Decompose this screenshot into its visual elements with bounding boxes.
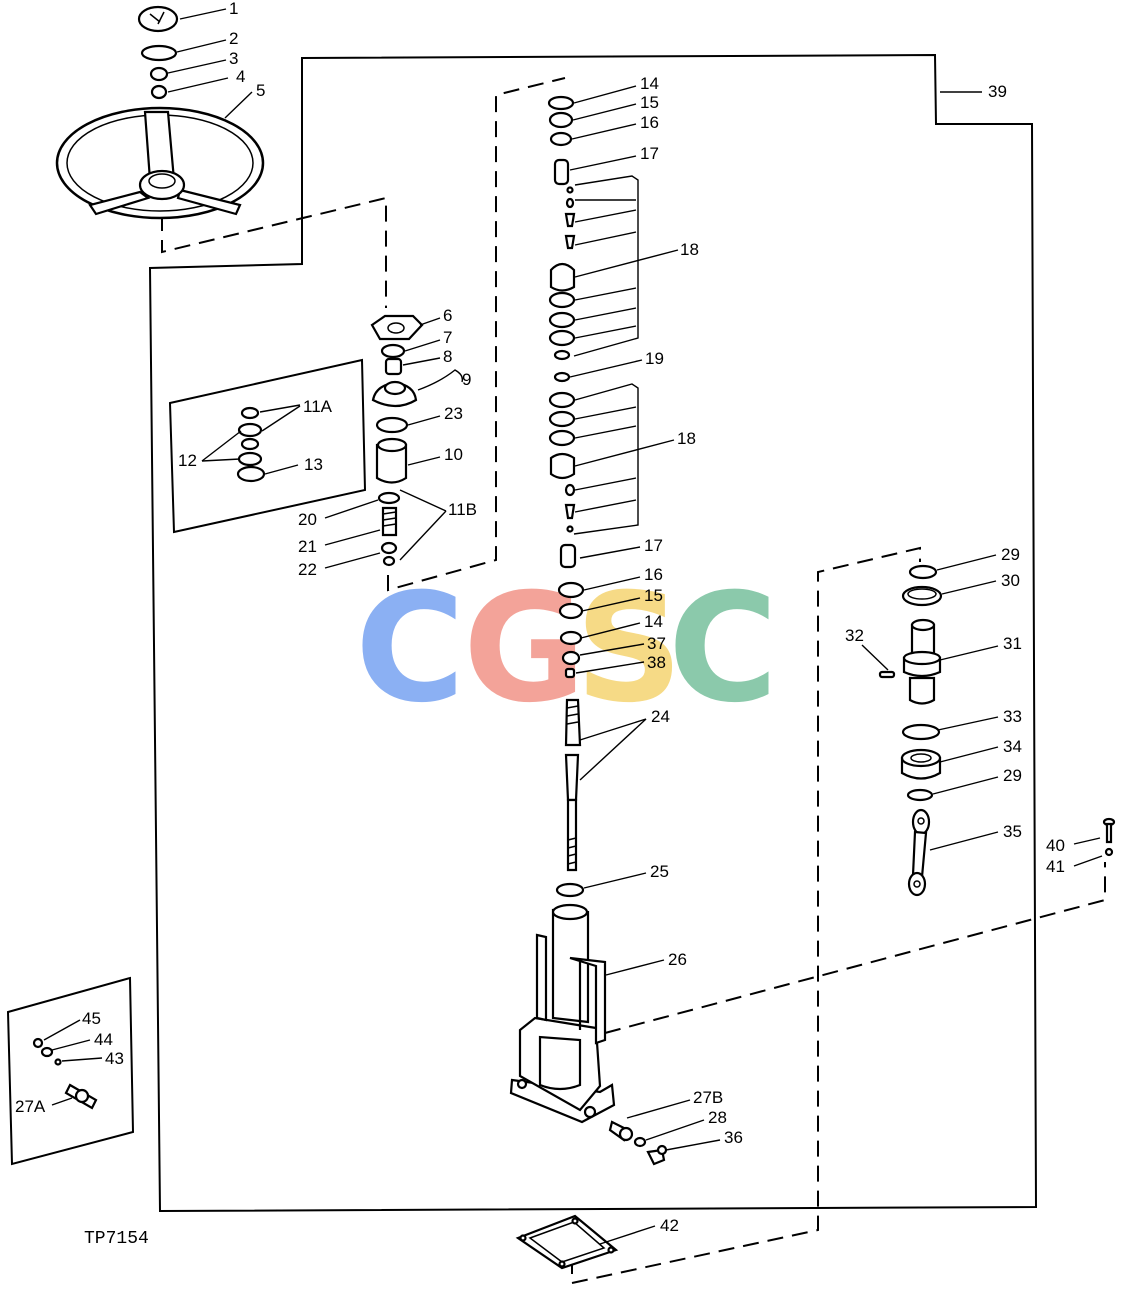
inset-box-seals: [168, 358, 367, 534]
callout-29-top: 29: [1001, 545, 1020, 564]
callout-19: 19: [645, 349, 664, 368]
callout-1: 1: [229, 0, 238, 18]
callout-18-bottom: 18: [677, 429, 696, 448]
callout-3: 3: [229, 49, 238, 68]
callout-36: 36: [724, 1128, 743, 1147]
callout-9: 9: [462, 370, 471, 389]
figure-code: TP7154: [84, 1229, 149, 1249]
callout-23: 23: [444, 404, 463, 423]
callout-12: 12: [178, 451, 197, 470]
steering-shaft: [555, 698, 585, 898]
callout-40: 40: [1046, 836, 1065, 855]
gasket-42: [515, 1214, 619, 1270]
callout-16-bottom: 16: [644, 565, 663, 584]
callout-10: 10: [444, 445, 463, 464]
callout-14-bottom: 14: [644, 612, 663, 631]
callout-37: 37: [647, 634, 666, 653]
callout-45: 45: [82, 1009, 101, 1028]
callout-labels: 1 2 3 4 5 6 7 8 9 23 10 11A 12 13 11B 20…: [15, 0, 1065, 1235]
callout-29-bottom: 29: [1003, 766, 1022, 785]
callout-34: 34: [1003, 737, 1022, 756]
group-outline-39: [148, 53, 1038, 1213]
callout-2: 2: [229, 29, 238, 48]
callout-43: 43: [105, 1049, 124, 1068]
column-housing: [509, 903, 616, 1124]
assembly-dash-lines: [161, 77, 1106, 1285]
callout-8: 8: [443, 347, 452, 366]
callout-30: 30: [1001, 571, 1020, 590]
callout-11B: 11B: [448, 500, 477, 519]
callout-35: 35: [1003, 822, 1022, 841]
inset-box-fittings: [6, 976, 135, 1166]
callout-11A: 11A: [303, 397, 333, 416]
callout-22: 22: [298, 560, 317, 579]
fittings-lower: [608, 1120, 668, 1166]
callout-44: 44: [94, 1030, 113, 1049]
watermark-letter-c1: C: [355, 562, 465, 736]
callout-4: 4: [236, 67, 245, 86]
valve-stack: [547, 95, 585, 679]
callout-14-top: 14: [640, 74, 659, 93]
callout-42: 42: [660, 1216, 679, 1235]
callout-13: 13: [304, 455, 323, 474]
watermark-letter-s: S: [575, 562, 683, 736]
callout-17-top: 17: [640, 144, 659, 163]
watermark-letter-c2: C: [668, 562, 778, 736]
callout-20: 20: [298, 510, 317, 529]
callout-16-top: 16: [640, 113, 659, 132]
callout-27A: 27A: [15, 1097, 46, 1116]
callout-18-top: 18: [680, 240, 699, 259]
leader-lines: [43, 8, 1103, 1245]
callout-28: 28: [708, 1108, 727, 1127]
callout-7: 7: [443, 328, 452, 347]
callout-25: 25: [650, 862, 669, 881]
callout-27B: 27B: [693, 1088, 723, 1107]
callout-39: 39: [988, 82, 1007, 101]
bolt-nut: [1102, 817, 1116, 857]
callout-17-bottom: 17: [644, 536, 663, 555]
callout-21: 21: [298, 537, 317, 556]
callout-15-bottom: 15: [644, 586, 663, 605]
callout-5: 5: [256, 81, 265, 100]
callout-26: 26: [668, 950, 687, 969]
callout-15-top: 15: [640, 93, 659, 112]
callout-6: 6: [443, 306, 452, 325]
pivot-assembly: [878, 564, 943, 897]
callout-38: 38: [647, 653, 666, 672]
upper-column-parts: [370, 314, 424, 567]
steering-wheel-group: [55, 5, 265, 220]
callout-24: 24: [651, 707, 670, 726]
callout-32: 32: [845, 626, 864, 645]
callout-33: 33: [1003, 707, 1022, 726]
callout-31: 31: [1003, 634, 1022, 653]
callout-41: 41: [1046, 857, 1065, 876]
